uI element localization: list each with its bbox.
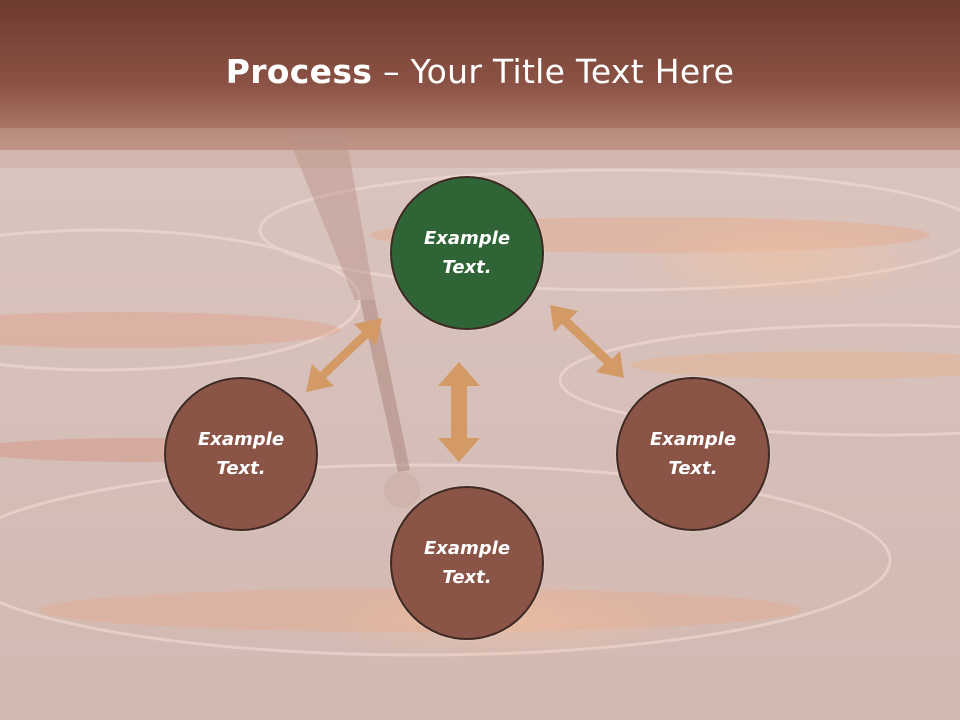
node-center: Example Text. (390, 486, 544, 640)
node-top-text: Example Text. (423, 228, 511, 278)
node-right-text: Example Text. (649, 429, 737, 479)
node-right: Example Text. (616, 377, 770, 531)
arrow-left-top (306, 318, 382, 392)
title-rest: – Your Title Text Here (372, 52, 735, 91)
node-top: Example Text. (390, 176, 544, 330)
arrow-center-top (438, 362, 480, 462)
arrow-top-right (550, 305, 624, 378)
page-title: Process – Your Title Text Here (0, 52, 960, 91)
node-center-text: Example Text. (423, 538, 511, 588)
node-left: Example Text. (164, 377, 318, 531)
node-left-text: Example Text. (197, 429, 285, 479)
title-bold: Process (225, 52, 373, 91)
